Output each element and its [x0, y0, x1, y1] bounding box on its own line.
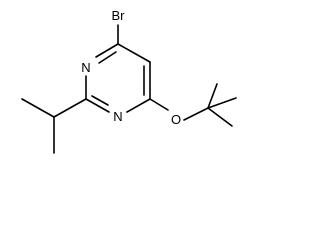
- bond-cq-ch3-down: [207, 107, 233, 127]
- atom-label-n-top: N: [81, 60, 90, 75]
- atom-label-o: O: [171, 112, 181, 127]
- bond-o-cq: [183, 107, 209, 121]
- atom-label-n-bottom: N: [113, 109, 122, 124]
- bond-n1-c2-inner: [91, 95, 109, 106]
- bond-cq-ch3-right: [207, 97, 237, 109]
- bond-n3-c4-inner: [98, 51, 117, 64]
- bond-cq-ch3-up: [207, 83, 218, 109]
- bond-c4-c5: [117, 43, 151, 63]
- chemical-structure-diagram: Br N N O: [21, 8, 237, 154]
- bond-n3-c4: [95, 43, 119, 58]
- atom-label-br: Br: [112, 8, 126, 23]
- bond-c2-ch: [53, 98, 87, 118]
- bond-c6-o: [149, 98, 169, 111]
- bond-n1-c2: [85, 98, 110, 113]
- bond-ch-ch3-left: [21, 98, 55, 118]
- bond-c6-n1: [126, 98, 151, 113]
